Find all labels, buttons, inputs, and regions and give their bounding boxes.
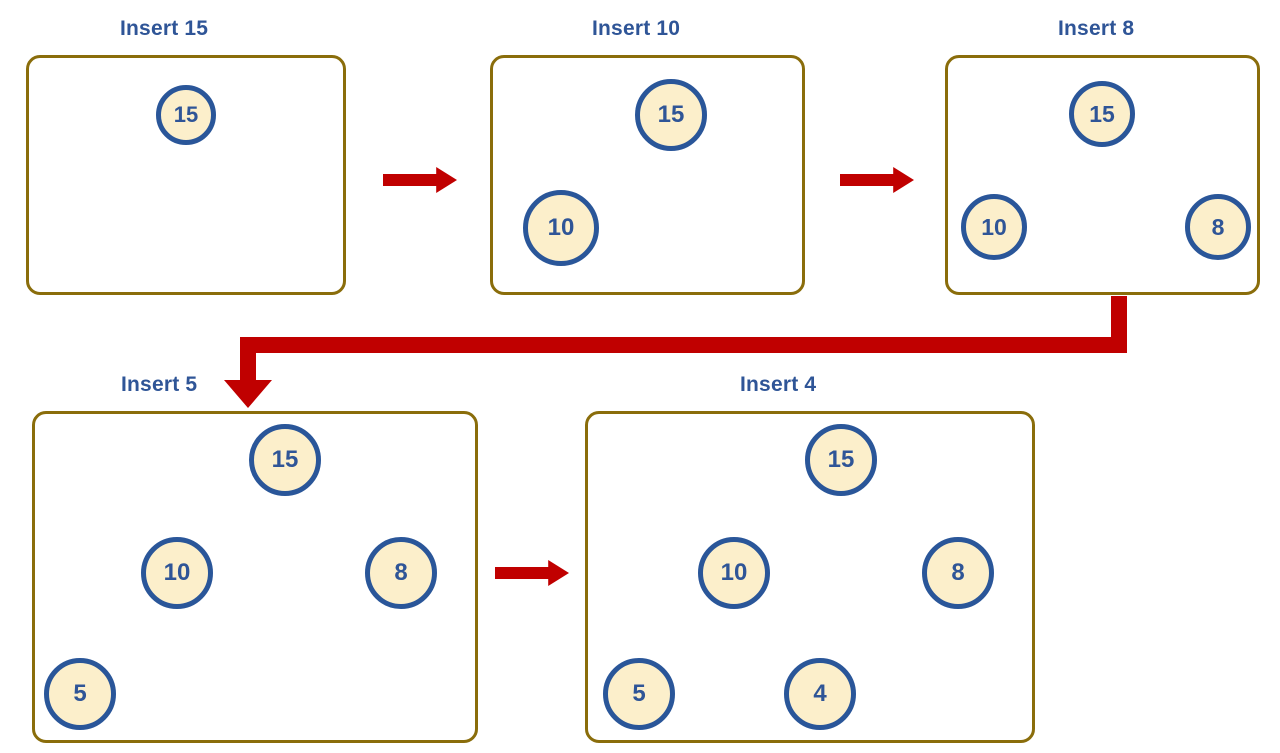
- tree-node: 10: [141, 537, 213, 609]
- tree-node: 15: [805, 424, 877, 496]
- tree-node: 8: [1185, 194, 1251, 260]
- tree-node: 15: [635, 79, 707, 151]
- tree-node: 10: [961, 194, 1027, 260]
- tree-node: 5: [603, 658, 675, 730]
- arrow-step4-step5: [495, 560, 569, 586]
- tree-node: 10: [698, 537, 770, 609]
- step-caption-5: Insert 4: [740, 373, 817, 396]
- step-caption-2: Insert 10: [592, 17, 681, 40]
- arrow-step1-step2: [383, 167, 457, 193]
- step-caption-1: Insert 15: [120, 17, 209, 40]
- tree-node: 8: [365, 537, 437, 609]
- tree-node: 15: [249, 424, 321, 496]
- tree-node: 4: [784, 658, 856, 730]
- tree-node: 15: [1069, 81, 1135, 147]
- arrow-step3-step4: [224, 296, 1127, 408]
- step-caption-3: Insert 8: [1058, 17, 1135, 40]
- tree-node: 10: [523, 190, 599, 266]
- step-caption-4: Insert 5: [121, 373, 198, 396]
- arrow-step2-step3: [840, 167, 914, 193]
- tree-node: 5: [44, 658, 116, 730]
- tree-node: 8: [922, 537, 994, 609]
- tree-node: 15: [156, 85, 216, 145]
